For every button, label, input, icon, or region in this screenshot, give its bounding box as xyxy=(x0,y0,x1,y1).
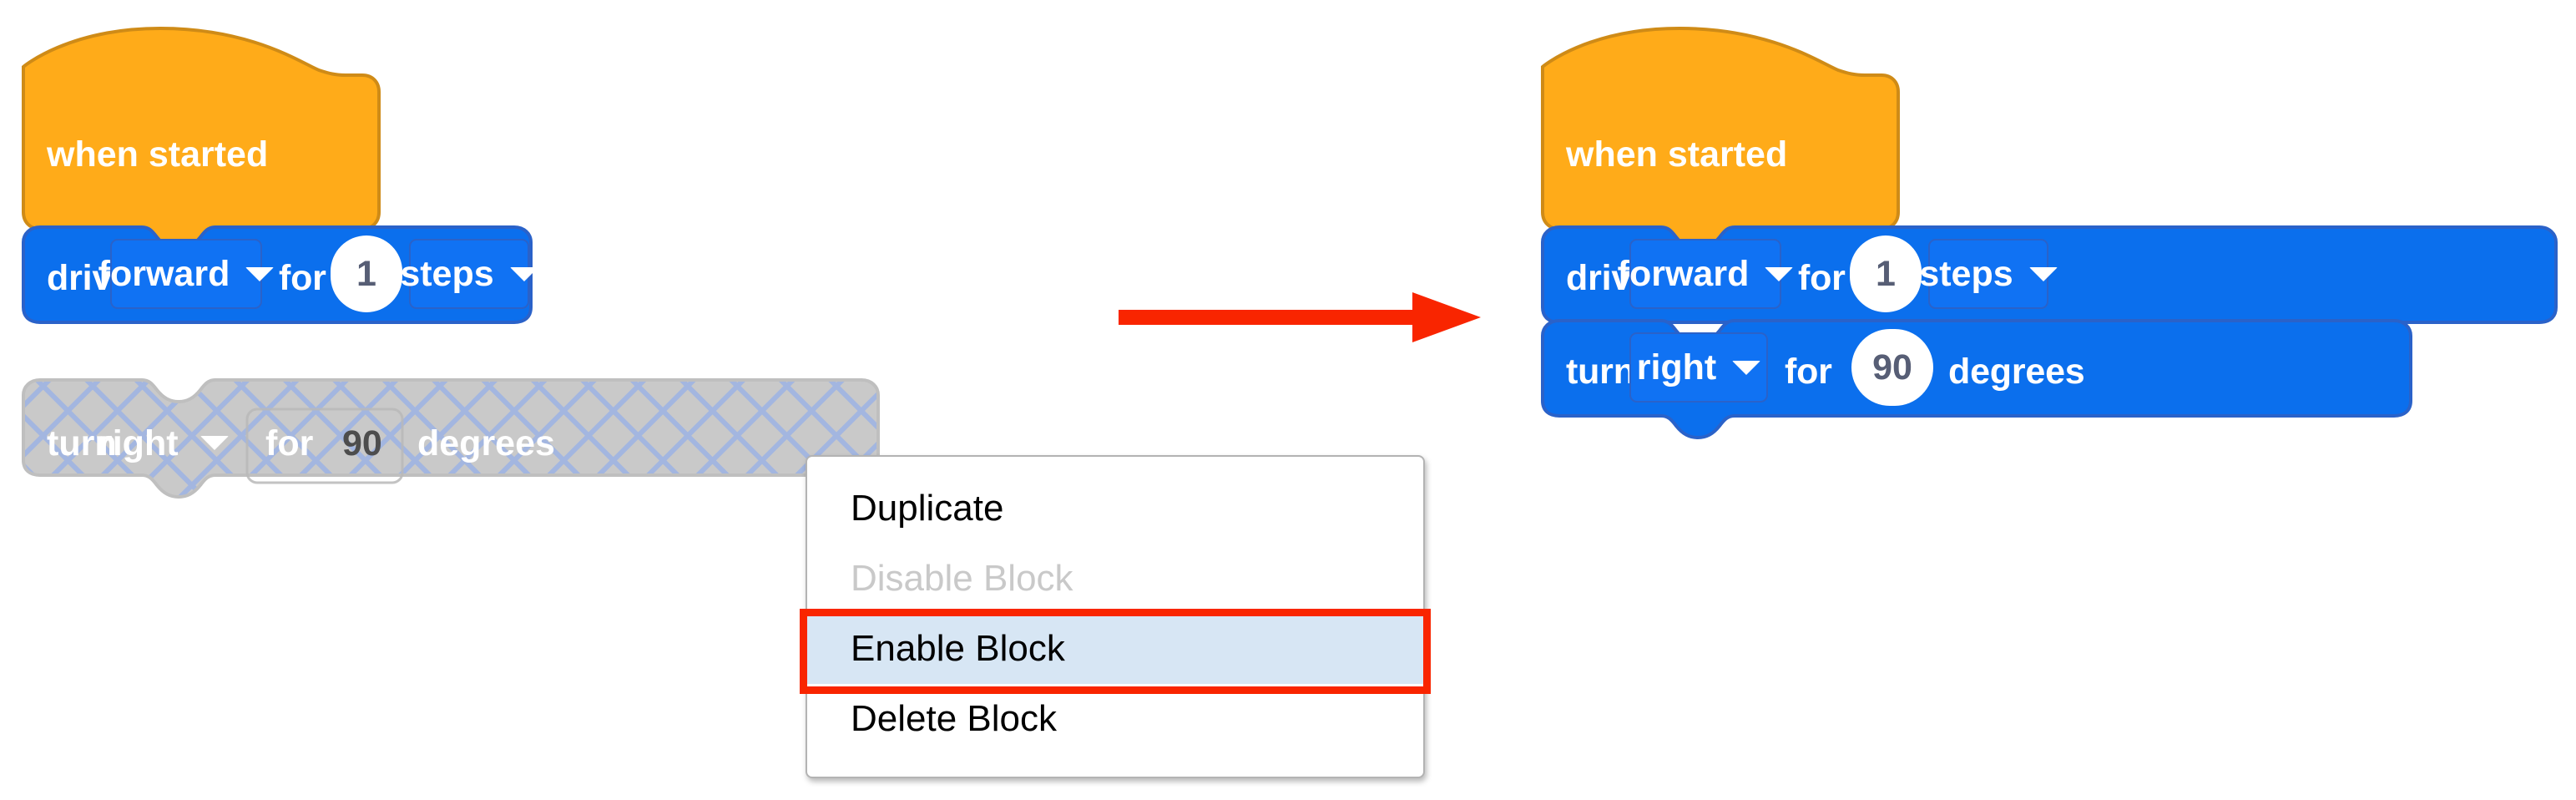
turn-block-word1-right: turn xyxy=(1566,352,1635,392)
drive-direction-dropdown-left[interactable]: forward xyxy=(98,239,275,309)
chevron-down-icon xyxy=(1732,360,1761,375)
chevron-down-icon xyxy=(509,266,538,281)
menu-item-label: Disable Block xyxy=(851,558,1073,599)
drive-unit-value: steps xyxy=(400,253,494,294)
hat-block-label: when started xyxy=(1566,134,1788,175)
chevron-down-icon xyxy=(2028,266,2058,281)
drive-unit-value: steps xyxy=(1919,253,2013,294)
drive-block-word2: for xyxy=(279,258,326,298)
chevron-down-icon xyxy=(1765,266,1794,281)
block-context-menu[interactable]: Duplicate Disable Block Enable Block Del… xyxy=(806,455,1425,778)
hat-block-label: when started xyxy=(47,134,269,175)
drive-direction-value: forward xyxy=(1617,253,1750,294)
turn-block-word3-right: degrees xyxy=(1948,352,2085,392)
drive-unit-dropdown-right[interactable]: steps xyxy=(1919,239,2058,309)
arrow-right-icon xyxy=(1119,292,1486,342)
menu-item-enable-block[interactable]: Enable Block xyxy=(807,614,1423,684)
turn-block-word2-right: for xyxy=(1785,352,1832,392)
menu-item-label: Duplicate xyxy=(851,488,1004,529)
turn-amount-value: 90 xyxy=(1872,347,1912,387)
turn-block-left-disabled[interactable]: turn right for 90 degrees xyxy=(18,317,891,499)
turn-block-word3-left: degrees xyxy=(417,423,555,463)
menu-item-delete-block[interactable]: Delete Block xyxy=(807,684,1423,754)
turn-block-right[interactable]: turn right for 90 degrees xyxy=(1538,317,2422,459)
drive-block-word2: for xyxy=(1798,258,1846,298)
turn-block-word2-left: for xyxy=(265,423,314,463)
menu-item-label: Delete Block xyxy=(851,698,1058,739)
hat-block-when-started-left[interactable]: when started xyxy=(18,12,386,254)
menu-item-disable-block: Disable Block xyxy=(807,544,1423,614)
drive-direction-value: forward xyxy=(98,253,230,294)
menu-item-duplicate[interactable]: Duplicate xyxy=(807,473,1423,544)
turn-amount-field-right[interactable]: 90 xyxy=(1851,329,1933,406)
drive-amount-value: 1 xyxy=(356,253,376,294)
menu-item-label: Enable Block xyxy=(851,628,1065,669)
drive-block-left[interactable]: drive forward for 1 steps xyxy=(18,224,538,324)
turn-amount-value-left: 90 xyxy=(342,423,382,463)
drive-amount-field-left[interactable]: 1 xyxy=(331,235,402,312)
turn-direction-value-left: right xyxy=(98,423,179,463)
hat-block-when-started-right[interactable]: when started xyxy=(1538,12,1905,254)
drive-unit-dropdown-left[interactable]: steps xyxy=(400,239,538,309)
turn-direction-value: right xyxy=(1636,347,1717,387)
chevron-down-icon xyxy=(245,266,275,281)
drive-direction-dropdown-right[interactable]: forward xyxy=(1618,239,1794,309)
turn-block-word1-left: turn xyxy=(47,423,117,463)
drive-amount-field-right[interactable]: 1 xyxy=(1850,235,1922,312)
turn-direction-dropdown-right[interactable]: right xyxy=(1629,332,1768,403)
chevron-down-icon xyxy=(200,436,229,450)
drive-block-right[interactable]: drive forward for 1 steps xyxy=(1538,224,2564,324)
drive-amount-value: 1 xyxy=(1876,253,1896,294)
